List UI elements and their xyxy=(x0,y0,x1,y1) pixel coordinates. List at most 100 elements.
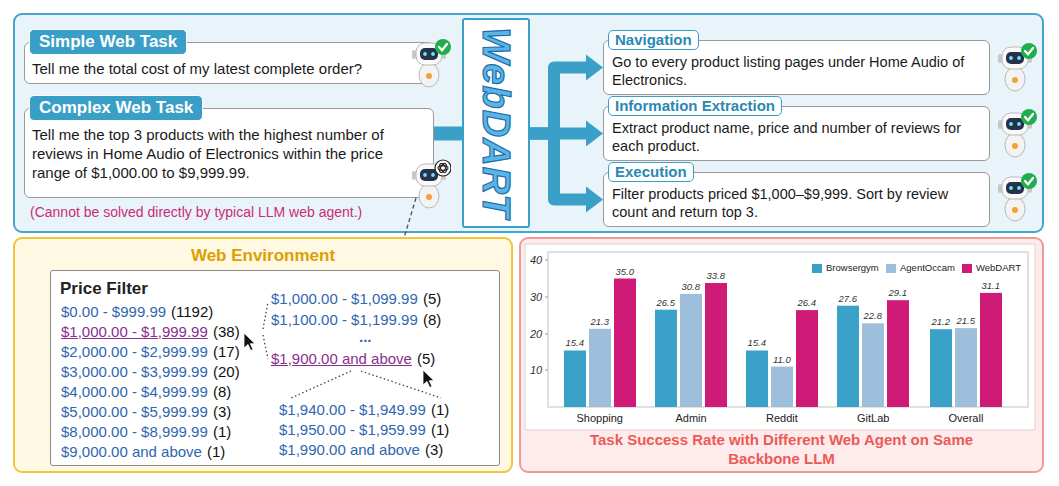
axis-tick: 30 xyxy=(530,290,542,304)
item-count: (17) xyxy=(213,343,240,361)
panel-note: (Cannot be solved directly by typical LL… xyxy=(30,204,362,221)
bar xyxy=(887,300,909,407)
filter-link: $3,000.00 - $3,999.99 xyxy=(61,363,208,381)
bar-value: 26.4 xyxy=(798,297,817,309)
panel-ground xyxy=(14,238,512,472)
panel-title: Web Environment xyxy=(14,246,512,266)
axis-tick: 10 xyxy=(530,363,542,377)
dashed-leader xyxy=(404,198,416,238)
bar-value: 35.0 xyxy=(616,266,635,278)
bar-value: 30.8 xyxy=(682,281,701,293)
bar-value: 21.3 xyxy=(591,316,610,328)
legend-text: Browsergym xyxy=(826,262,879,274)
task-box: Complex Web TaskTell me the top 3 produc… xyxy=(24,108,434,198)
status-badge xyxy=(435,39,451,55)
tab-heading: Information Extraction xyxy=(608,96,782,116)
framework-box: WebDART xyxy=(462,18,530,228)
item-count: (8) xyxy=(423,311,441,329)
filter-link: $4,000.00 - $4,999.99 xyxy=(61,383,208,401)
chart-ground xyxy=(525,244,1035,430)
filter-link: $1,900.00 and above xyxy=(271,350,412,368)
bar xyxy=(796,310,818,407)
item-count: (5) xyxy=(417,350,435,368)
dotted-leader xyxy=(361,371,441,398)
task-text: Tell me the total cost of my latest comp… xyxy=(25,43,433,78)
bar-value: 15.4 xyxy=(748,337,767,349)
bar-value: 21.2 xyxy=(932,316,951,328)
robot-icon xyxy=(411,159,451,211)
bar xyxy=(614,279,636,408)
category-label: Overall xyxy=(949,411,984,425)
tab-heading: Execution xyxy=(608,162,694,182)
bar xyxy=(771,367,793,407)
tick-mark xyxy=(545,334,548,335)
filter-link: $8,000.00 - $8,999.99 xyxy=(61,423,208,441)
tick-mark xyxy=(545,370,548,371)
status-badge xyxy=(435,160,451,176)
category-label: Reddit xyxy=(766,411,798,425)
bar xyxy=(980,293,1002,407)
legend-swatch xyxy=(812,264,822,273)
filter-link: $1,000.00 - $1,099.99 xyxy=(271,290,418,308)
item-count: (5) xyxy=(423,290,441,308)
environment-panel: Web Environment Price Filter$0.00 - $999… xyxy=(14,238,512,472)
item-count: (3) xyxy=(213,403,231,421)
subtask-box: Information ExtractionExtract product na… xyxy=(603,106,990,161)
bar xyxy=(589,329,611,407)
item-count: (1) xyxy=(207,443,225,461)
filter-link: $2,000.00 - $2,999.99 xyxy=(61,343,208,361)
flow-arrow xyxy=(530,134,589,200)
category-label: GitLab xyxy=(857,411,889,425)
filter-link: $9,000.00 and above xyxy=(61,443,202,461)
category-label: Shopping xyxy=(577,411,624,425)
connector xyxy=(434,133,462,134)
robot-icon xyxy=(997,172,1037,224)
dotted-leader xyxy=(263,335,268,359)
filter-link: $1,000.00 - $1,999.99 xyxy=(61,323,208,341)
item-count: (1) xyxy=(213,423,231,441)
dotted-leader xyxy=(263,302,268,329)
filter-link: $1,950.00 - $1,959.99 xyxy=(279,421,426,439)
arrow-head xyxy=(586,121,603,147)
filter-link: $1,990.00 and above xyxy=(279,441,420,459)
connector xyxy=(530,134,603,213)
bar-value: 15.4 xyxy=(566,337,585,349)
status-badge xyxy=(1021,109,1037,125)
item-count: (1192) xyxy=(171,303,213,321)
arrow-head xyxy=(586,55,603,81)
bar xyxy=(680,294,702,407)
filter-box: Price Filter$0.00 - $999.99(1192)$1,000.… xyxy=(50,270,500,466)
task-text: Filter products priced $1,000–$9,999. So… xyxy=(604,173,989,221)
task-panel: (Cannot be solved directly by typical LL… xyxy=(14,14,1043,232)
bar xyxy=(930,329,952,407)
panel-ground xyxy=(520,238,1043,472)
filter-link: $1,100.00 - $1,199.99 xyxy=(271,311,418,329)
legend-swatch xyxy=(886,264,896,273)
axis-tick: 20 xyxy=(530,327,542,341)
arrow-head xyxy=(586,187,603,213)
framework-name: WebDART xyxy=(474,27,518,218)
filter-link: $5,000.00 - $5,999.99 xyxy=(61,403,208,421)
panel-ground xyxy=(14,14,1043,232)
bar xyxy=(655,310,677,407)
robot-icon xyxy=(411,38,451,90)
task-box: Simple Web TaskTell me the total cost of… xyxy=(24,42,434,84)
flow-arrow xyxy=(530,68,589,134)
task-text: Go to every product listing pages under … xyxy=(604,41,989,89)
chart-caption: Task Success Rate with Different Web Age… xyxy=(580,430,983,468)
legend-text: WebDART xyxy=(976,262,1021,274)
bar-value: 33.8 xyxy=(707,270,726,282)
item-count: (20) xyxy=(213,363,240,381)
category-label: Admin xyxy=(676,411,707,425)
filter-link: $1,940.00 - $1,949.99 xyxy=(279,401,426,419)
bar xyxy=(746,351,768,408)
status-badge xyxy=(1021,43,1037,59)
tab-heading: Navigation xyxy=(608,30,699,50)
connector xyxy=(530,55,603,134)
flow-arrow xyxy=(434,127,462,141)
bar xyxy=(705,283,727,407)
robot-icon xyxy=(997,42,1037,94)
item-count: (8) xyxy=(213,383,231,401)
bar xyxy=(862,323,884,407)
bar-value: 31.1 xyxy=(982,280,1001,292)
